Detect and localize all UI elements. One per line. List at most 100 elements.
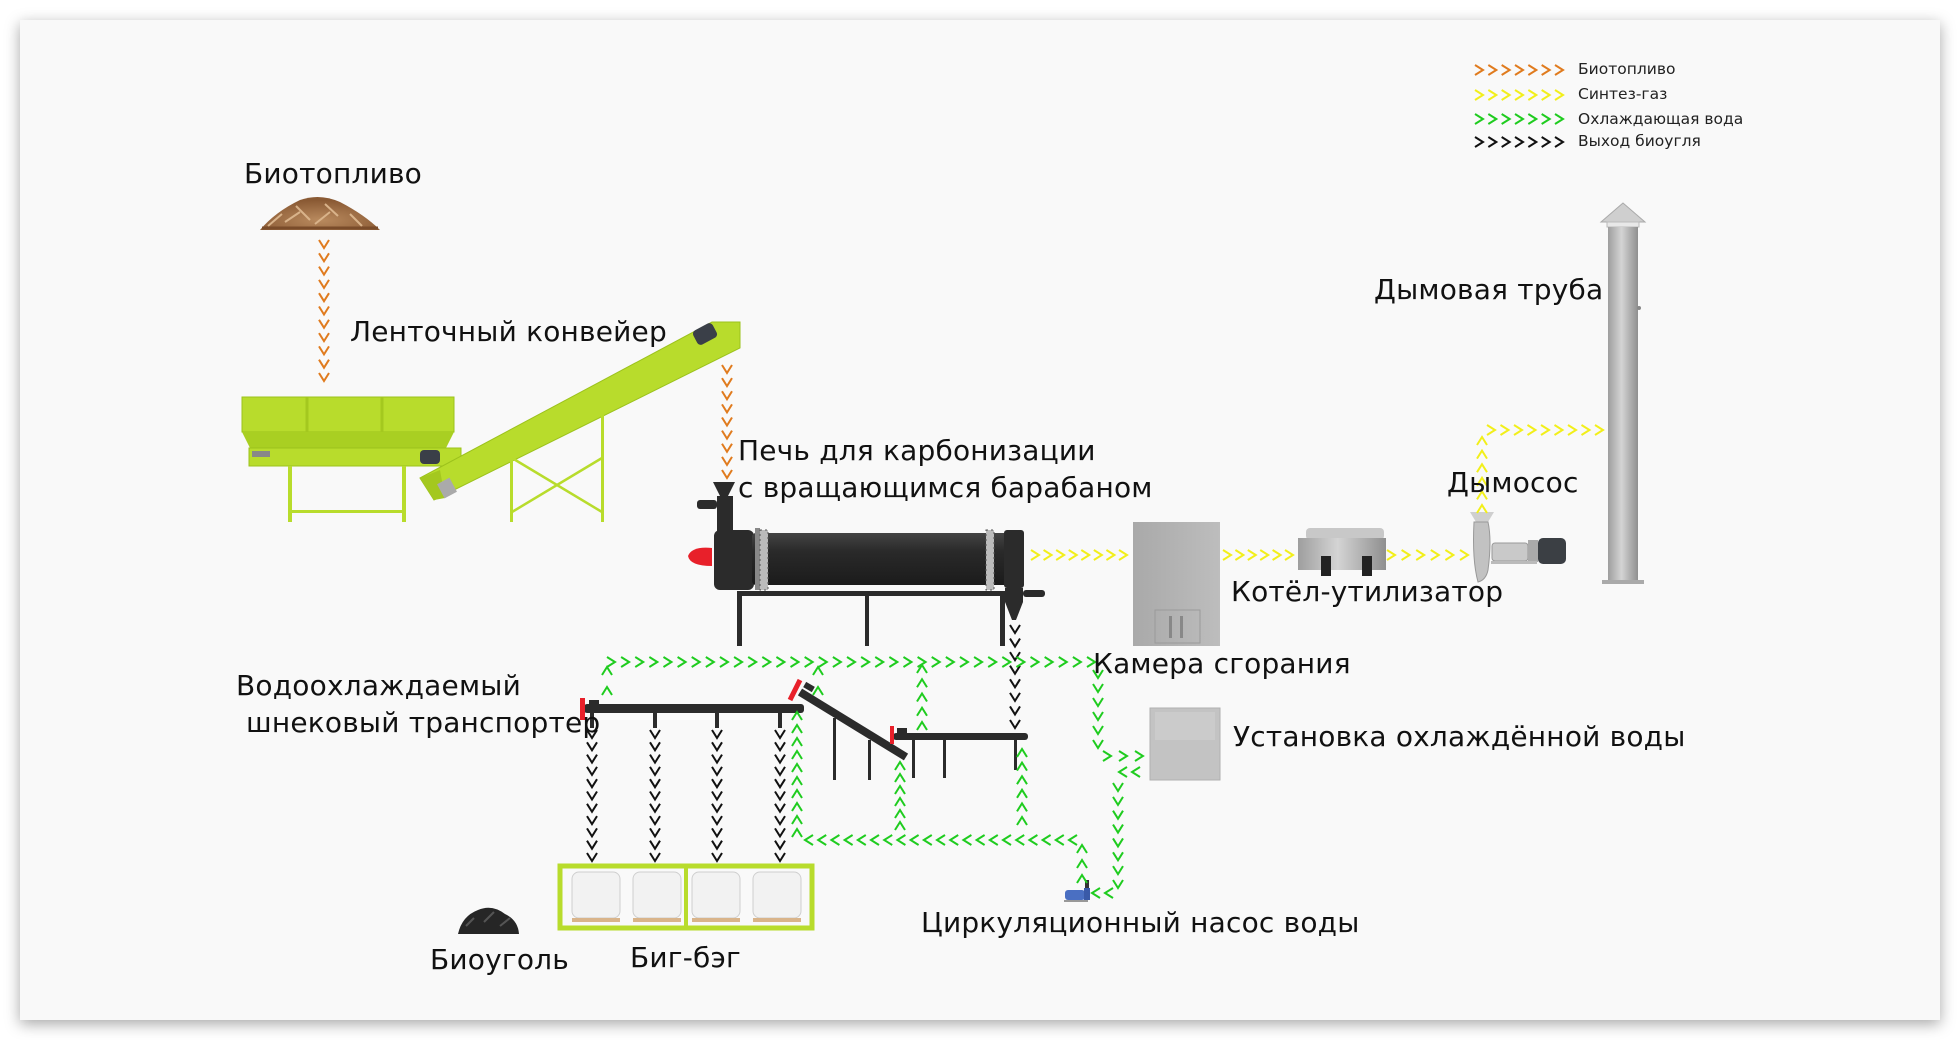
cooling-water-arrow-icon [1102, 750, 1113, 762]
cooling-water-arrow-icon [1112, 810, 1124, 821]
biochar-out-arrow-icon [586, 852, 598, 863]
cooling-water-arrow-icon [921, 834, 933, 846]
chimney [1599, 202, 1647, 584]
cooling-water-arrow-icon [1541, 113, 1552, 125]
cooling-water-arrow-icon [662, 656, 674, 668]
conveyor-motor-icon [692, 323, 718, 345]
cooling-water-arrow-icon [601, 665, 613, 676]
cooling-water-arrow-icon [1030, 656, 1041, 668]
syngas-arrow-icon [1043, 549, 1054, 561]
cooling-water-arrow-icon [601, 685, 613, 696]
label-pump: Циркуляционный насос воды [921, 906, 1360, 939]
syngas-arrow-icon [1272, 549, 1283, 561]
biochar-out-arrow-icon [1009, 624, 1021, 635]
biofuel-arrow-icon [721, 469, 733, 480]
biochar-out-arrow-icon [711, 803, 723, 814]
syngas-arrow-icon [1540, 424, 1551, 436]
cooling-water-arrow-icon [747, 656, 759, 668]
feeding-hopper [241, 396, 462, 522]
biofuel-arrow-icon [721, 403, 733, 415]
cooling-water-arrow-icon [1514, 113, 1525, 125]
cooling-water-arrow-icon [895, 834, 906, 846]
cooling-water-arrow-icon [1058, 656, 1069, 668]
cooling-water-arrow-icon [1027, 834, 1038, 846]
cooling-water-arrow-icon [1092, 711, 1104, 722]
cooling-water-arrow-icon [775, 656, 787, 668]
biochar-out-arrow-icon [586, 840, 598, 851]
hopper-motor-icon [420, 450, 440, 464]
biofuel-arrow-icon [318, 305, 330, 317]
biofuel-arrow-icon [318, 279, 330, 290]
biofuel-arrow-icon [318, 252, 330, 264]
syngas-arrow-icon [1068, 549, 1079, 561]
cooling-water-arrow-icon [1130, 766, 1141, 778]
syngas-arrow-icon [1541, 89, 1552, 101]
biochar-out-arrow-icon [649, 766, 661, 777]
label-biochar: Биоуголь [430, 943, 569, 976]
biochar-out-arrow-icon [1527, 136, 1539, 148]
biochar-out-arrow-icon [586, 803, 598, 814]
biochar-out-arrow-icon [774, 852, 786, 863]
biofuel-arrow-icon [318, 239, 330, 250]
fan-motor-icon [1538, 538, 1566, 564]
biochar-out-arrow-icon [586, 790, 598, 802]
syngas-arrow-icon [1554, 89, 1565, 101]
biochar-out-arrow-icon [711, 766, 723, 777]
syngas-arrow-icon [1501, 89, 1512, 101]
cooling-water-arrow-icon [648, 656, 660, 668]
cooling-water-arrow-icon [1015, 656, 1027, 668]
syngas-arrow-icon [1476, 489, 1488, 500]
cooling-water-arrow-icon [894, 772, 906, 783]
cooling-water-arrow-icon [791, 801, 803, 812]
cooling-water-arrow-icon [1112, 851, 1124, 863]
cooling-water-arrow-icon [916, 720, 928, 731]
biochar-out-arrow-icon [711, 852, 723, 863]
biofuel-arrow-icon [721, 364, 733, 375]
biochar-out-arrow-icon [586, 729, 598, 740]
biochar-out-arrow-icon [774, 790, 786, 802]
syngas-arrow-icon [1284, 549, 1295, 561]
biochar-out-arrow-icon [1009, 638, 1021, 649]
cooling-water-arrow-icon [1016, 787, 1028, 799]
label-screw-line2: шнековый транспортер [246, 706, 601, 739]
syngas-arrow-icon [1080, 549, 1092, 561]
syngas-arrow-icon [1118, 549, 1129, 561]
cooling-water-arrow-icon [959, 656, 970, 668]
syngas-arrow-icon [1594, 424, 1605, 436]
syngas-arrow-icon [1553, 424, 1565, 436]
biochar-out-arrow-icon [774, 778, 786, 790]
biochar-out-arrow-icon [586, 778, 598, 790]
legend-biochar-out-label: Выход биоугля [1578, 132, 1701, 150]
big-bag-icon [691, 871, 741, 919]
label-kiln-line1: Печь для карбонизации [738, 434, 1096, 467]
cooling-water-arrow-icon [1092, 725, 1104, 736]
cooling-water-arrow-icon [791, 762, 803, 773]
syngas-arrow-icon [1487, 89, 1499, 101]
cooling-water-arrow-icon [1134, 750, 1145, 762]
rotary-carbonization-kiln [688, 482, 1045, 646]
biofuel-arrow-icon [721, 443, 733, 454]
cooling-water-arrow-icon [1092, 697, 1104, 708]
burner-icon [688, 547, 712, 566]
label-chiller: Установка охлаждённой воды [1233, 720, 1686, 753]
cooling-water-arrow-icon [973, 656, 984, 668]
flow-arrows [318, 239, 1605, 899]
cooling-water-arrow-icon [719, 656, 730, 668]
cooling-water-arrow-icon [931, 656, 942, 668]
cooling-water-arrow-icon [1076, 858, 1088, 869]
biochar-out-arrow-icon [1009, 651, 1021, 663]
biochar-out-arrow-icon [1009, 692, 1021, 703]
cooling-water-arrow-icon [888, 656, 900, 668]
cooling-water-arrow-icon [1016, 760, 1028, 772]
biochar-out-arrow-icon [586, 754, 598, 765]
big-bag-station [557, 863, 815, 931]
syngas-arrow-icon [1499, 424, 1511, 436]
biochar-out-arrow-icon [774, 754, 786, 765]
biochar-out-arrow-icon [1541, 136, 1552, 148]
cooling-water-arrow-icon [945, 656, 956, 668]
cooling-water-arrow-icon [1474, 113, 1485, 125]
syngas-arrow-icon [1486, 424, 1497, 436]
biochar-out-arrow-icon [1009, 719, 1021, 730]
label-screw-line1: Водоохлаждаемый [236, 669, 521, 702]
cooling-water-arrow-icon [916, 705, 928, 717]
